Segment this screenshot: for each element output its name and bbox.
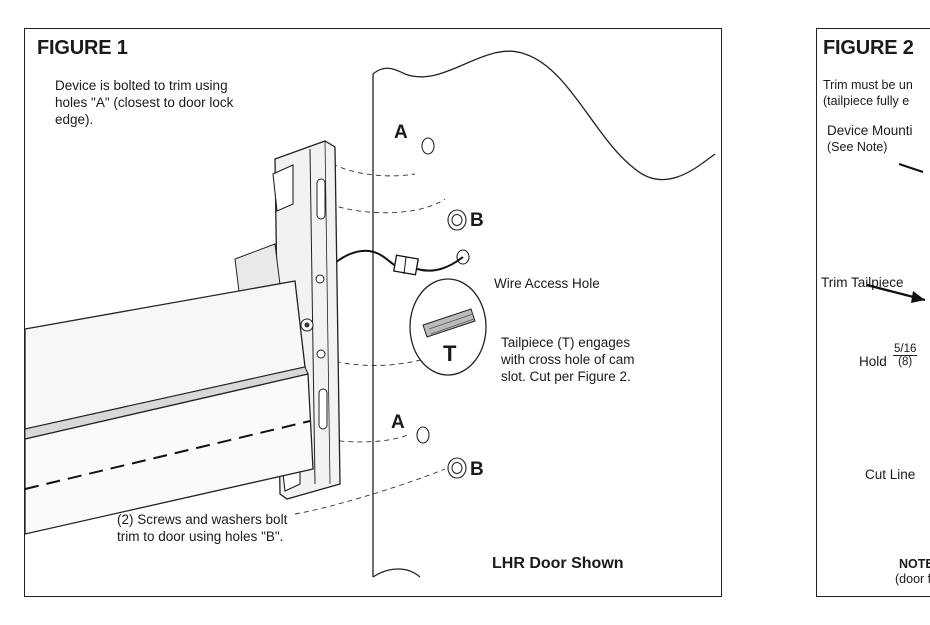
hold-fraction: 5/16 (8) <box>893 343 918 368</box>
door-shown-label: LHR Door Shown <box>492 555 624 572</box>
leader-b-bottom <box>294 468 446 515</box>
figure-2-title: FIGURE 2 <box>823 37 914 59</box>
trim-note-line2: (tailpiece fully e <box>823 94 910 108</box>
note-heading: NOTE: <box>899 557 930 571</box>
label-t: T <box>443 341 457 366</box>
hole-b-bottom <box>447 457 467 479</box>
device-mount-arrow <box>898 163 924 173</box>
fraction-numerator: 5/16 <box>893 343 918 356</box>
leader-b-top <box>329 198 446 214</box>
hole-b-top <box>447 209 467 231</box>
label-b-bottom: B <box>470 459 484 480</box>
hole-a-bottom <box>416 426 430 444</box>
device-bar-front <box>25 373 314 535</box>
tailpiece-note: Tailpiece (T) engages with cross hole of… <box>501 335 635 384</box>
cut-line-label: Cut Line <box>865 467 916 482</box>
note-text: (door fa <box>895 572 930 586</box>
screws-note: (2) Screws and washers bolt trim to door… <box>117 512 288 544</box>
bracket-slot-top <box>316 178 326 220</box>
figure-2-drawing <box>866 163 926 303</box>
label-b-top: B <box>470 210 484 231</box>
tailpiece-shape <box>422 308 476 338</box>
figure-1-panel: FIGURE 1 Device is bolted to trim using … <box>24 28 722 597</box>
bracket-slot-bottom <box>318 388 328 430</box>
device-mount-label: Device Mounti <box>827 123 913 138</box>
hole-a-top <box>421 137 435 155</box>
device-centerline <box>25 420 311 490</box>
trim-note-line1: Trim must be un <box>823 78 913 92</box>
hold-label: Hold <box>859 354 887 369</box>
figure-2-panel: FIGURE 2 Trim must be un (tailpiece full… <box>816 28 930 597</box>
leader-a-bottom <box>294 433 411 443</box>
fraction-denominator: (8) <box>898 356 913 368</box>
wire-access-note: Wire Access Hole <box>494 276 600 291</box>
figure-1-drawing <box>25 50 716 578</box>
leader-a-top <box>324 158 416 177</box>
label-a-top: A <box>394 122 408 143</box>
door-top-edge <box>372 50 716 181</box>
figure-1-title: FIGURE 1 <box>37 37 128 59</box>
door-bottom-curve <box>372 568 421 578</box>
trim-tailpiece-label: Trim Tailpiece <box>821 275 904 290</box>
see-note-label: (See Note) <box>827 140 888 154</box>
device-bolt-note: Device is bolted to trim using holes "A"… <box>55 78 234 127</box>
label-a-bottom: A <box>391 412 405 433</box>
